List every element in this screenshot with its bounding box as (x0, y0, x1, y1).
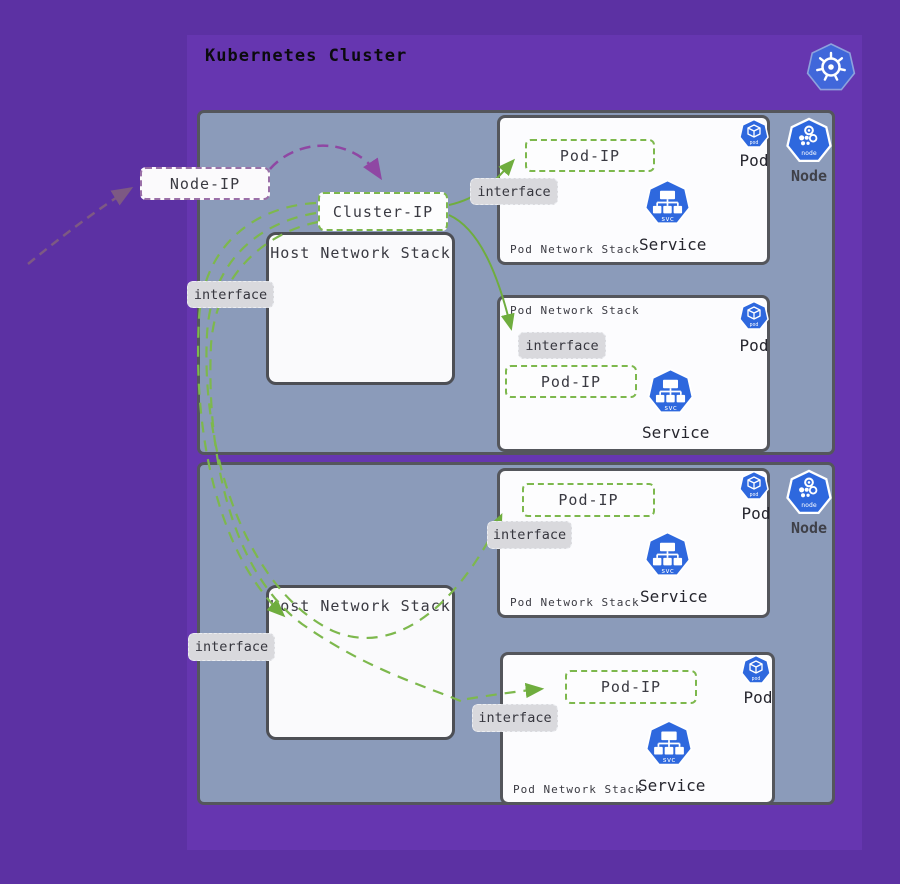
interface-text: interface (193, 286, 268, 303)
svg-text:pod: pod (750, 492, 759, 498)
pod-icon: pod (739, 118, 769, 149)
interface-label-node2: interface (188, 633, 275, 661)
service-icon: svc (644, 178, 691, 228)
pod-ip-box-2: Pod-IP (505, 365, 637, 398)
service-label-4: Service (638, 776, 706, 795)
pod-ip-box-4: Pod-IP (565, 670, 697, 704)
service-label-3: Service (640, 587, 708, 606)
node-label-2: Node (790, 519, 828, 537)
pod-ip-box-1: Pod-IP (525, 139, 655, 172)
pod-icon: pod (739, 300, 769, 331)
pod-label-3: Pod (741, 504, 771, 523)
interface-label-pod3: interface (487, 521, 572, 549)
host-network-stack-1: Host Network Stack (266, 232, 455, 385)
host-network-stack-2: Host Network Stack (266, 585, 455, 740)
pod-label-1: Pod (739, 151, 769, 170)
svg-text:node: node (801, 501, 817, 509)
node-ip-box: Node-IP (140, 167, 270, 200)
host-network-stack-1-title: Host Network Stack (270, 244, 451, 262)
interface-label-node1: interface (187, 281, 274, 308)
pod-ip-label-3: Pod-IP (558, 491, 619, 509)
node-ip-label: Node-IP (169, 174, 241, 193)
pod-icon: pod (739, 470, 769, 501)
cluster-title: Kubernetes Cluster (205, 46, 408, 66)
svg-text:pod: pod (752, 676, 761, 682)
pod-network-stack-4-label: Pod Network Stack (513, 783, 643, 796)
svg-text:svc: svc (661, 566, 674, 575)
interface-label-pod4: interface (472, 704, 558, 732)
pod-label-4: Pod (743, 688, 773, 707)
service-icon: svc (644, 530, 691, 580)
svg-text:pod: pod (750, 322, 759, 328)
pod-icon: pod (741, 654, 771, 685)
svg-text:pod: pod (750, 140, 759, 146)
pod-ip-label-1: Pod-IP (559, 146, 621, 165)
interface-text: interface (492, 527, 567, 543)
node-icon: node (786, 117, 832, 165)
svg-text:svc: svc (663, 755, 676, 764)
pod-label-2: Pod (739, 336, 769, 355)
arrow-external-to-node-ip (27, 187, 134, 265)
pod-ip-box-3: Pod-IP (522, 483, 655, 517)
svg-text:node: node (801, 149, 817, 157)
interface-text: interface (478, 710, 552, 726)
host-network-stack-2-title: Host Network Stack (270, 597, 451, 615)
interface-label-pod2: interface (518, 332, 606, 359)
svg-text:svc: svc (664, 403, 677, 412)
node-icon: node (786, 469, 832, 517)
service-label-2: Service (642, 423, 710, 442)
interface-text: interface (525, 337, 599, 354)
pod-ip-label-4: Pod-IP (600, 678, 662, 696)
interface-label-pod1: interface (470, 178, 558, 205)
svg-text:svc: svc (661, 214, 674, 223)
service-icon: svc (645, 718, 693, 770)
service-icon: svc (647, 367, 694, 417)
pod-network-stack-1-label: Pod Network Stack (510, 243, 640, 256)
kubernetes-logo-icon (806, 43, 856, 93)
pod-ip-label-2: Pod-IP (540, 372, 602, 391)
interface-text: interface (194, 639, 269, 655)
node-label-1: Node (790, 167, 828, 185)
service-label-1: Service (639, 235, 707, 254)
pod-network-stack-3-label: Pod Network Stack (510, 596, 640, 609)
pod-network-stack-2-label: Pod Network Stack (510, 304, 640, 317)
interface-text: interface (477, 183, 551, 200)
cluster-ip-box: Cluster-IP (318, 192, 448, 231)
cluster-ip-label: Cluster-IP (332, 202, 434, 221)
